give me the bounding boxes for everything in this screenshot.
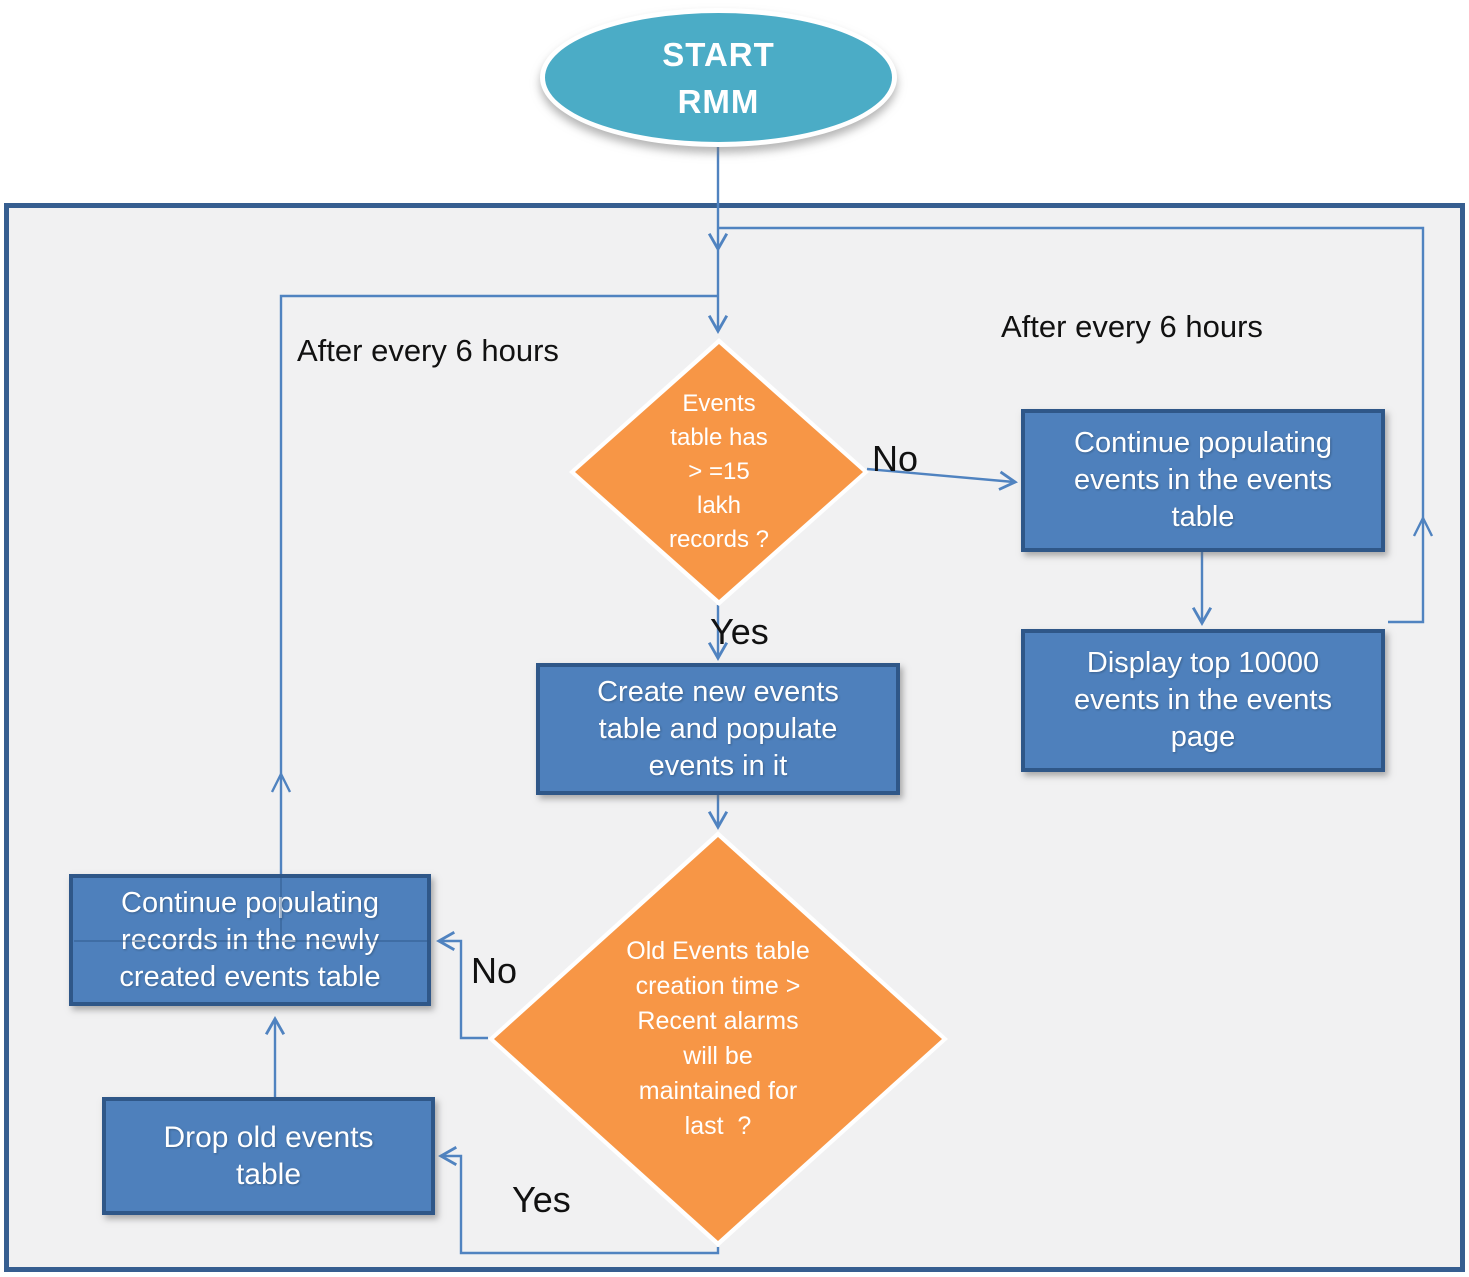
decision-line: Recent alarms xyxy=(637,1007,799,1035)
process-line: table xyxy=(1171,501,1235,533)
process-line: created events table xyxy=(119,960,381,993)
decision-line: maintained for xyxy=(638,1077,798,1105)
process-line: events in the events xyxy=(1074,684,1332,716)
process-display-top-events: Display top 10000 events in the events p… xyxy=(1021,629,1385,772)
label-after-every-6-hours-right: After every 6 hours xyxy=(1001,309,1263,344)
decision-line: records ? xyxy=(668,526,770,553)
edge-label-yes-decision1: Yes xyxy=(710,611,769,652)
decision-events-count: Events table has > =15 lakh records ? xyxy=(569,338,869,606)
process-line: table and populate xyxy=(598,712,838,745)
process-continue-populating-records: Continue populating records in the newly… xyxy=(69,874,431,1006)
decision-line: Events xyxy=(682,390,756,417)
start-terminator: START RMM xyxy=(540,8,897,147)
process-line: Continue populating xyxy=(1074,427,1332,459)
process-line: events in the events xyxy=(1074,464,1332,496)
edge-label-yes-decision2: Yes xyxy=(512,1179,571,1220)
process-line: table xyxy=(235,1158,302,1191)
process-drop-old-events-table: Drop old events table xyxy=(102,1097,435,1215)
process-line: Display top 10000 xyxy=(1086,647,1320,679)
process-continue-populating-events: Continue populating events in the events… xyxy=(1021,409,1385,552)
label-after-every-6-hours-left: After every 6 hours xyxy=(297,333,559,368)
start-label-line: START xyxy=(662,35,775,73)
decision-line: creation time > xyxy=(635,972,801,1000)
process-line: events in it xyxy=(648,749,788,782)
process-create-new-events-table: Create new events table and populate eve… xyxy=(536,663,900,795)
decision-line: > =15 xyxy=(688,458,750,485)
edge-label-no-decision2: No xyxy=(471,950,518,991)
process-line: records in the newly xyxy=(121,923,379,956)
decision-table-age-text: Old Events table creation time > Recent … xyxy=(488,831,948,1247)
decision-line: lakh xyxy=(696,492,742,519)
decision-line: last ? xyxy=(684,1112,752,1140)
process-line: Create new events xyxy=(597,675,839,708)
process-line: page xyxy=(1170,721,1236,753)
decision-events-count-text: Events table has > =15 lakh records ? xyxy=(569,338,869,606)
decision-line: table has xyxy=(670,424,768,451)
start-label-line: RMM xyxy=(677,82,760,120)
process-line: Continue populating xyxy=(121,886,379,919)
decision-line: Old Events table xyxy=(626,937,810,965)
process-line: Drop old events xyxy=(163,1121,374,1154)
decision-line: will be xyxy=(683,1042,753,1070)
edge-label-no-decision1: No xyxy=(872,438,919,479)
